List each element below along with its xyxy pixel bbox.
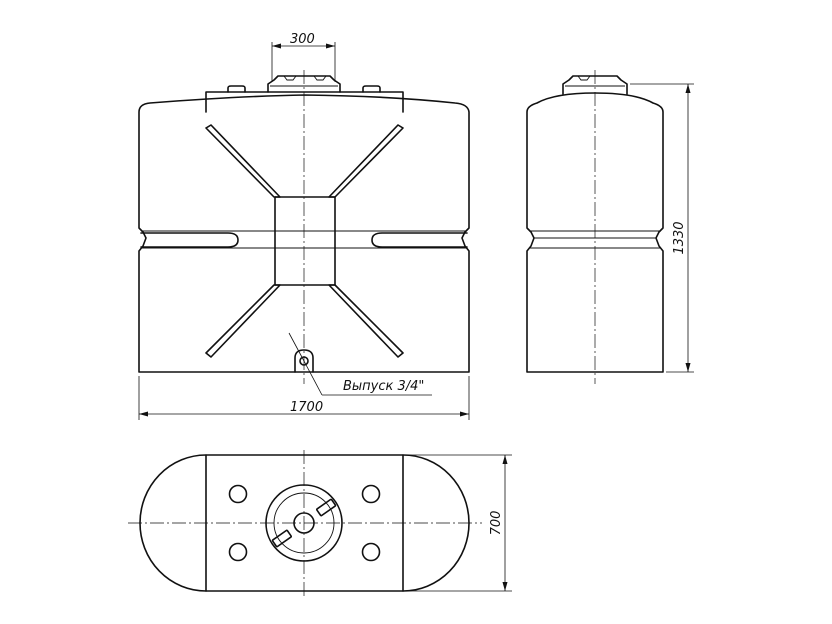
top-view	[128, 450, 482, 598]
front-ribs	[205, 124, 404, 358]
side-view	[526, 70, 664, 384]
front-plate-lug-right	[362, 85, 381, 93]
lug-bottom-right	[361, 542, 381, 562]
outlet-label: Выпуск 3/4"	[343, 379, 424, 394]
dimension-top-neck: 300	[271, 32, 336, 82]
side-lid-notch	[577, 75, 591, 81]
lug-bottom-left	[228, 542, 248, 562]
front-lid-notch-2	[313, 75, 327, 81]
lug-top-left	[228, 484, 248, 504]
dimension-label-1700: 1700	[290, 400, 323, 415]
dimension-label-300: 300	[290, 32, 315, 47]
dimension-overall-height: 1330	[630, 83, 694, 373]
top-lid-handles	[271, 498, 337, 548]
front-plate-lug-left	[227, 85, 246, 93]
outlet-boss	[294, 349, 314, 373]
front-center-panel	[274, 196, 336, 286]
front-body-outline	[138, 94, 470, 373]
front-lid-notch-1	[283, 75, 297, 81]
front-slot-left	[140, 232, 239, 248]
side-body-outline	[526, 92, 664, 373]
dimension-label-1330: 1330	[672, 221, 687, 254]
lug-top-right	[361, 484, 381, 504]
front-view	[138, 70, 470, 384]
outlet-callout: Выпуск 3/4"	[288, 332, 432, 396]
dimension-overall-width: 1700	[138, 376, 470, 420]
front-top-plate	[205, 91, 404, 113]
front-slot-right	[371, 232, 468, 248]
dimension-label-700: 700	[489, 511, 504, 536]
dimension-depth: 700	[405, 454, 512, 592]
